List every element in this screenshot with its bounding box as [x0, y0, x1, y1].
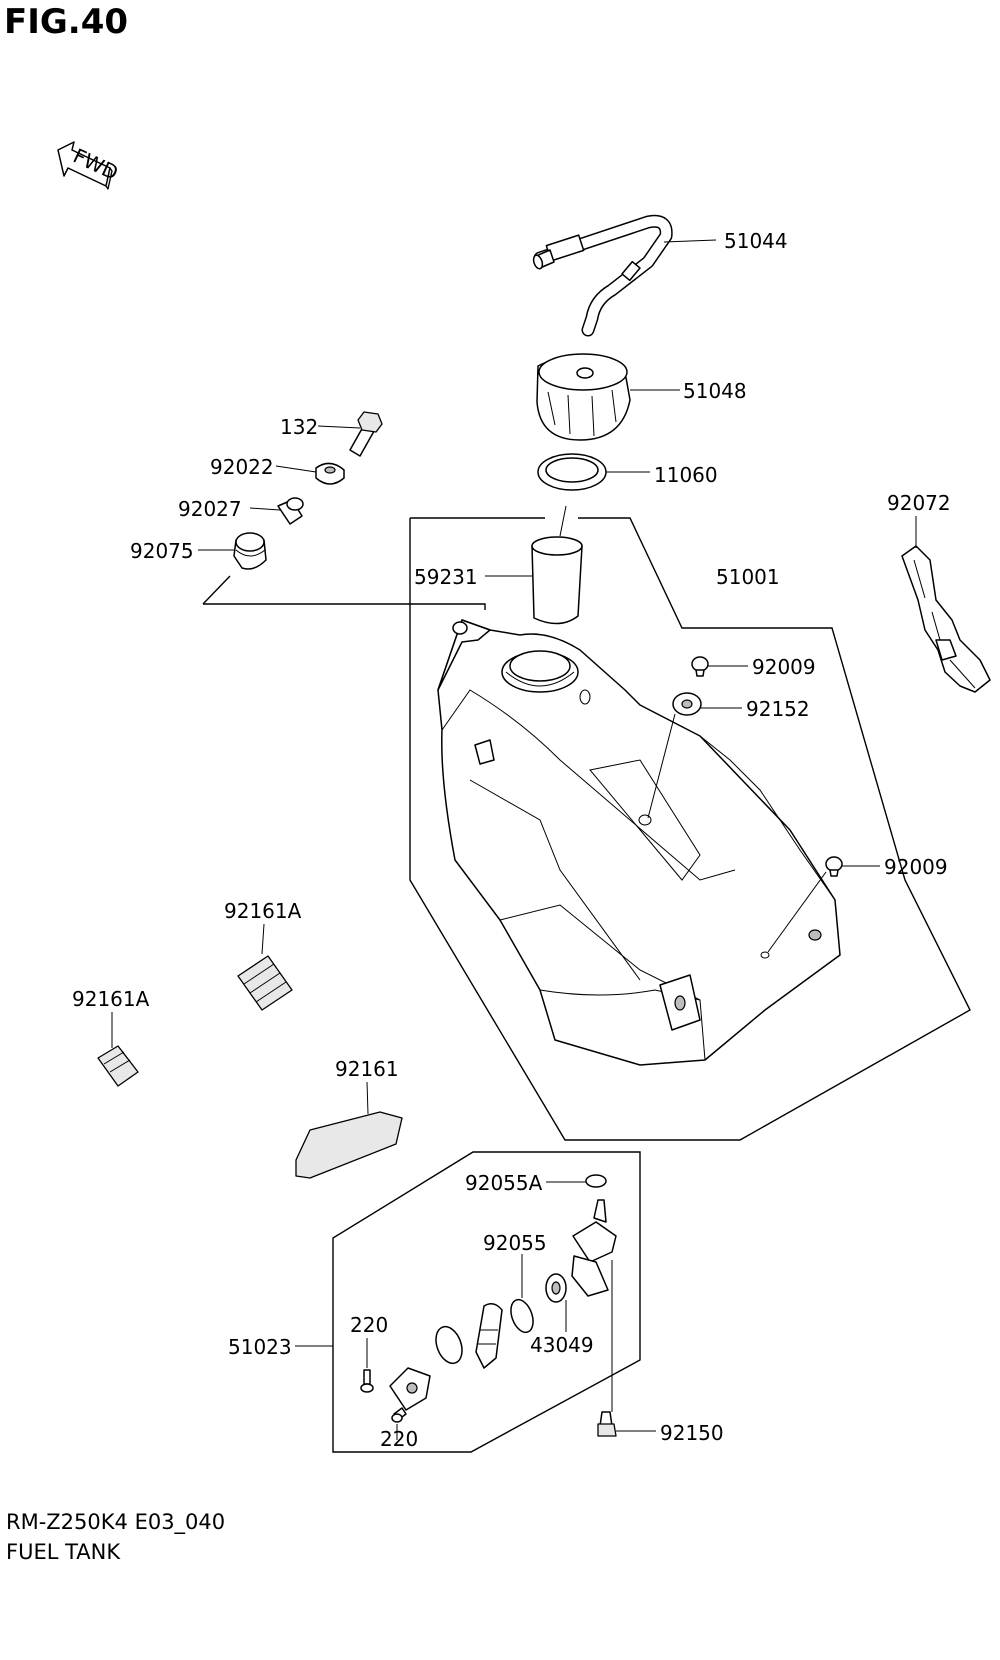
- washer-92022-part: [275, 462, 345, 485]
- o-ring-strainer-part: [435, 1325, 463, 1365]
- label-220-lower: 220: [380, 1427, 418, 1451]
- section-name: FUEL TANK: [6, 1540, 121, 1564]
- label-43049: 43049: [530, 1333, 594, 1357]
- label-11060: 11060: [654, 463, 718, 487]
- bolt-92009-lower-part: [767, 856, 880, 953]
- fuel-filter-59231-part: [485, 505, 583, 625]
- bolt-92150-part: [597, 1411, 656, 1437]
- label-92022: 92022: [210, 455, 274, 479]
- label-92009-lower: 92009: [884, 855, 948, 879]
- group-outline-fuel-cock: [332, 1151, 641, 1453]
- label-51023: 51023: [228, 1335, 292, 1359]
- label-92152: 92152: [746, 697, 810, 721]
- damper-92075-part: [198, 532, 267, 570]
- figure-title: FIG.40: [4, 2, 129, 42]
- collar-92027-part: [249, 497, 304, 525]
- bolt-132-part: [317, 411, 383, 457]
- label-92161: 92161: [335, 1057, 399, 1081]
- o-ring-92055-part: [510, 1254, 534, 1334]
- plate-part: [389, 1367, 431, 1411]
- label-92009-upper: 92009: [752, 655, 816, 679]
- label-92161a-large: 92161A: [224, 899, 302, 923]
- packing-43049-part: [545, 1273, 567, 1332]
- label-51048: 51048: [683, 379, 747, 403]
- pad-92161a-small-part: [97, 1012, 139, 1087]
- label-59231: 59231: [414, 565, 478, 589]
- fuel-tank-part: [437, 619, 841, 1066]
- bolt-92009-upper-part: [691, 656, 748, 677]
- fuel-cap-part: [536, 353, 680, 441]
- label-92055: 92055: [483, 1231, 547, 1255]
- label-51044: 51044: [724, 229, 788, 253]
- label-92072: 92072: [887, 491, 951, 515]
- screw-220-lower-part: [391, 1407, 407, 1440]
- screw-220-upper-part: [360, 1338, 374, 1393]
- label-92161a-small: 92161A: [72, 987, 150, 1011]
- rubber-band-92072-part: [901, 516, 991, 693]
- grommet-92152-part: [647, 692, 742, 819]
- group-outline-tank: [202, 517, 971, 1141]
- pad-92161a-large-part: [237, 923, 293, 1011]
- label-132: 132: [280, 415, 318, 439]
- fwd-arrow-icon: FWD: [57, 141, 122, 190]
- pad-92161-part: [295, 1081, 403, 1179]
- part-labels: 51044 51048 132 92022 11060 92027 92072 …: [72, 229, 951, 1451]
- breather-hose-part: [532, 214, 717, 337]
- strainer-part: [475, 1303, 503, 1369]
- gasket-11060-part: [537, 453, 650, 491]
- label-220-upper: 220: [350, 1313, 388, 1337]
- model-code: RM-Z250K4 E03_040: [6, 1510, 226, 1534]
- label-92027: 92027: [178, 497, 242, 521]
- o-ring-92055a-part: [546, 1174, 607, 1188]
- label-92075: 92075: [130, 539, 194, 563]
- valve-body-part: [571, 1199, 617, 1412]
- label-92055a: 92055A: [465, 1171, 543, 1195]
- label-92150: 92150: [660, 1421, 724, 1445]
- label-51001: 51001: [716, 565, 780, 589]
